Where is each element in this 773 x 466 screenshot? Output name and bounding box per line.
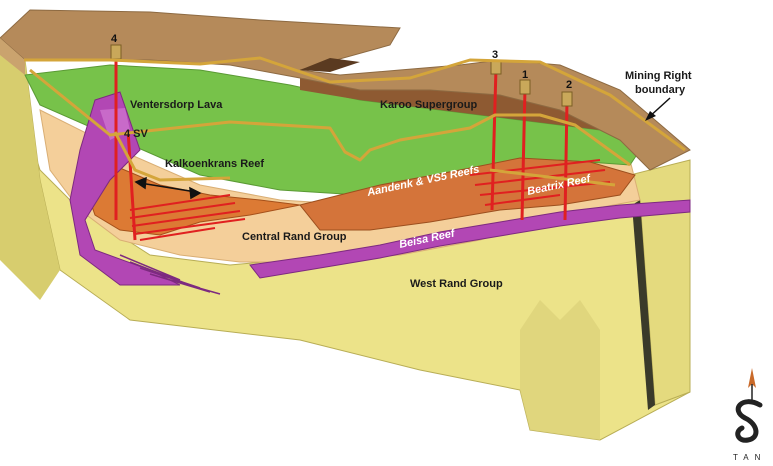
logo-text: TAN bbox=[733, 453, 766, 462]
mining-right-label-line1: Mining Right bbox=[625, 70, 692, 82]
west-rand-left-face bbox=[0, 40, 60, 300]
right-block-edge bbox=[632, 200, 655, 410]
north-arrow-icon bbox=[748, 368, 756, 388]
kalkoenkrans-extent-arrow bbox=[134, 176, 202, 200]
central-rand-group-label: Central Rand Group bbox=[242, 231, 347, 243]
logo-swirl-icon bbox=[735, 399, 763, 443]
mining-right-boundary-inner bbox=[113, 131, 616, 187]
shaft-2-label: 2 bbox=[566, 79, 572, 91]
west-rand-group-label: West Rand Group bbox=[410, 278, 503, 290]
mining-right-boundary bbox=[24, 56, 686, 167]
kalkoenkrans-reef-label: Kalkoenkrans Reef bbox=[165, 158, 264, 170]
top-surface bbox=[0, 9, 691, 171]
shaft-1-label: 1 bbox=[522, 69, 528, 81]
surface-notch bbox=[300, 58, 360, 72]
kalkoenkrans-workings bbox=[129, 194, 246, 241]
mining-right-pointer bbox=[645, 97, 671, 121]
logo-compass: TAN bbox=[733, 368, 766, 462]
shaft-3-label: 3 bbox=[492, 49, 498, 61]
shaft-1 bbox=[519, 79, 531, 221]
shaft-4-label: 4 bbox=[111, 33, 118, 45]
shaft-2 bbox=[561, 91, 573, 221]
mining-right-label-line2: boundary bbox=[635, 84, 686, 96]
karoo-supergroup-label: Karoo Supergroup bbox=[380, 99, 477, 111]
ventersdorp-lava-label: Ventersdorp Lava bbox=[130, 99, 223, 111]
beisa-reef bbox=[249, 199, 691, 279]
shaft-4sv bbox=[126, 129, 137, 241]
shaft-4sv-label: 4 SV bbox=[124, 128, 149, 140]
front-wall-shade bbox=[520, 300, 600, 440]
beisa-corrugation bbox=[119, 254, 221, 295]
top-surface-left-face bbox=[0, 38, 25, 75]
